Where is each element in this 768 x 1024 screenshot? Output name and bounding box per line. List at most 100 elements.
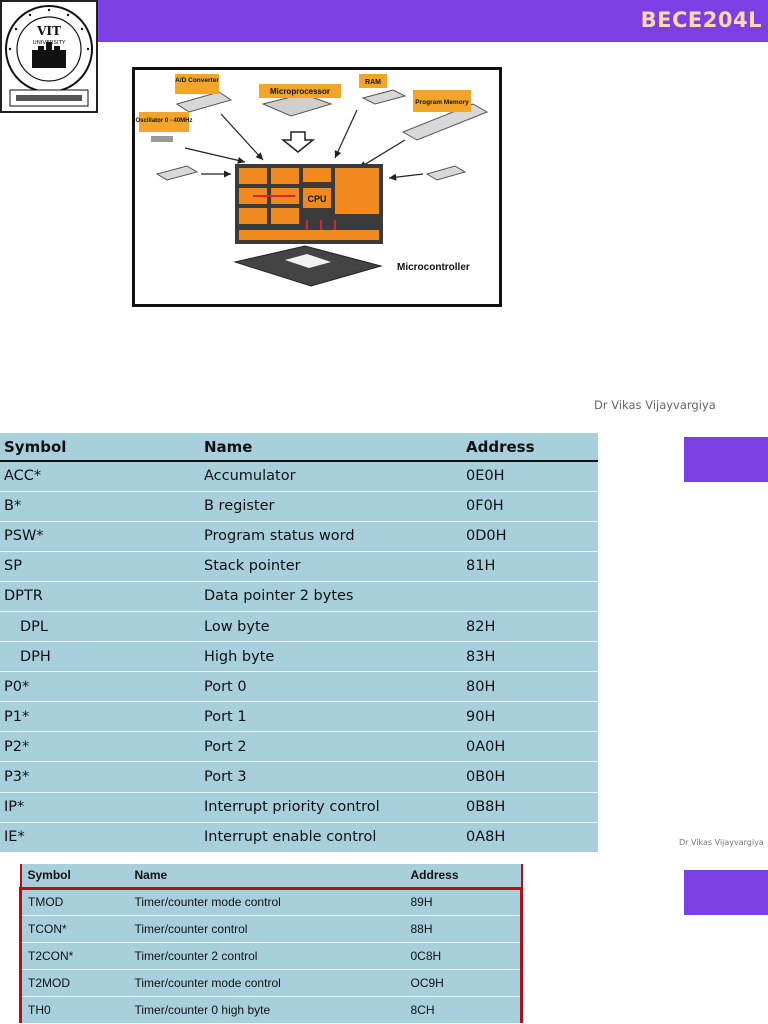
address-cell: 89H [404, 886, 523, 915]
timer-table-header: Symbol Name Address [19, 864, 523, 888]
address-cell: 0B0H [462, 761, 598, 793]
name-cell: Port 2 [200, 731, 462, 762]
name-cell: Interrupt enable control [200, 821, 462, 853]
name-cell: Port 1 [200, 701, 462, 732]
symbol-cell: P3* [0, 761, 200, 793]
symbol-cell: IP* [0, 791, 200, 823]
oscillator-label: Oscillator 0 - 40MHz [135, 118, 192, 124]
address-cell: 88H [404, 914, 523, 942]
title-bar: BECE204L [0, 0, 768, 42]
name-cell: B register [200, 490, 462, 522]
name-cell: Port 0 [200, 671, 462, 702]
symbol-cell: P0* [0, 671, 200, 702]
ad-converter-chip-icon [175, 91, 233, 113]
microcontroller-package-icon [233, 245, 383, 287]
symbol-cell: T2MOD [19, 968, 129, 996]
microprocessor-label: Microprocessor [270, 87, 330, 96]
address-cell: 0F0H [462, 490, 598, 522]
address-cell: 0B8H [462, 791, 598, 823]
sfr-table-header: Symbol Name Address [0, 433, 598, 462]
column-header-address: Address [404, 864, 523, 888]
name-cell: Stack pointer [200, 550, 462, 582]
symbol-cell: IE* [0, 821, 200, 853]
down-arrow-icon [280, 131, 316, 153]
column-header-symbol: Symbol [0, 433, 200, 462]
name-cell: Program status word [200, 520, 462, 552]
symbol-cell: TCON* [19, 914, 129, 942]
symbol-cell: TH0 [19, 995, 129, 1023]
oscillator-crystal-icon [151, 136, 173, 142]
name-cell: Data pointer 2 bytes [200, 580, 462, 612]
symbol-cell: PSW* [0, 520, 200, 552]
name-cell: Timer/counter 0 high byte [128, 995, 405, 1023]
column-header-symbol: Symbol [19, 864, 129, 888]
column-header-name: Name [128, 864, 405, 888]
symbol-cell: T2CON* [19, 941, 129, 969]
course-code: BECE204L [640, 8, 762, 32]
name-cell: Timer/counter 2 control [128, 941, 405, 969]
symbol-cell: DPH [0, 641, 200, 672]
symbol-cell: B* [0, 490, 200, 522]
author-credit: Dr Vikas Vijayvargiya [594, 398, 716, 412]
address-cell: 0E0H [462, 460, 598, 492]
column-header-address: Address [462, 433, 598, 462]
address-cell: 90H [462, 701, 598, 732]
address-cell: 0A0H [462, 731, 598, 762]
address-cell: 82H [462, 610, 598, 642]
left-chip-icon [155, 165, 199, 181]
author-credit-small: Dr Vikas Vijayvargiya [679, 838, 764, 847]
address-cell: 0A8H [462, 821, 598, 853]
program-memory-chip-icon [401, 103, 489, 141]
name-cell: Low byte [200, 610, 462, 642]
address-cell: 0C8H [404, 941, 523, 969]
name-cell: Port 3 [200, 761, 462, 793]
name-cell: Interrupt priority control [200, 791, 462, 823]
program-memory-label: Program Memory [415, 99, 469, 106]
name-cell: High byte [200, 641, 462, 672]
symbol-cell: DPL [0, 610, 200, 642]
microcontroller-diagram: A/D Converter Microprocessor RAM Program… [132, 67, 502, 307]
accent-block [684, 437, 768, 482]
column-header-name: Name [200, 433, 462, 462]
address-cell: 0D0H [462, 520, 598, 552]
ram-label: RAM [365, 79, 381, 86]
symbol-cell: DPTR [0, 580, 200, 612]
right-chip-icon [425, 165, 467, 181]
symbol-cell: SP [0, 550, 200, 582]
symbol-cell: TMOD [19, 886, 129, 915]
symbol-cell: P2* [0, 731, 200, 762]
microcontroller-label: Microcontroller [397, 262, 470, 273]
university-logo: VIT UNIVERSITY [0, 0, 98, 113]
address-cell: OC9H [404, 968, 523, 996]
address-cell: 80H [462, 671, 598, 702]
cpu-label: CPU [307, 194, 326, 204]
symbol-cell: ACC* [0, 460, 200, 492]
logo-title: VIT [36, 24, 61, 38]
symbol-cell: P1* [0, 701, 200, 732]
accent-block [684, 870, 768, 915]
address-cell: 8CH [404, 995, 523, 1023]
address-cell: 81H [462, 550, 598, 582]
mcu-block: CPU [235, 164, 383, 244]
ram-chip-icon [361, 89, 407, 105]
ad-converter-label: A/D Converter [175, 77, 219, 84]
name-cell: Timer/counter control [128, 914, 405, 942]
